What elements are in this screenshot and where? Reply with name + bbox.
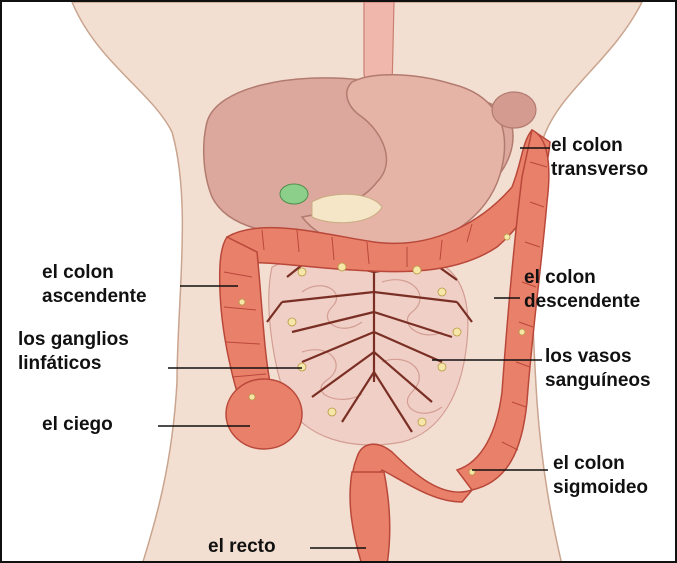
label-sigmoid-colon: el colon sigmoideo — [553, 452, 648, 500]
label-transverse-line1: el colon — [551, 134, 648, 158]
label-descending-line2: descendente — [524, 290, 640, 314]
label-transverse-colon: el colon transverso — [551, 134, 648, 182]
label-blood-vessels: los vasos sanguíneos — [545, 345, 651, 393]
label-sigmoid-line1: el colon — [553, 452, 648, 476]
gallbladder — [280, 184, 308, 204]
label-ascending-colon: el colon ascendente — [42, 261, 147, 309]
label-rectum: el recto — [208, 535, 276, 559]
label-transverse-line2: transverso — [551, 158, 648, 182]
label-ascending-line1: el colon — [42, 261, 147, 285]
label-vessels-line2: sanguíneos — [545, 369, 651, 393]
label-ascending-line2: ascendente — [42, 285, 147, 309]
label-descending-colon: el colon descendente — [524, 266, 640, 314]
label-cecum: el ciego — [42, 413, 113, 437]
label-sigmoid-line2: sigmoideo — [553, 476, 648, 500]
label-lymph-nodes: los ganglios linfáticos — [18, 328, 129, 376]
label-descending-line1: el colon — [524, 266, 640, 290]
label-lymph-line1: los ganglios — [18, 328, 129, 352]
spleen — [492, 92, 536, 128]
label-lymph-line2: linfáticos — [18, 352, 129, 376]
label-vessels-line1: los vasos — [545, 345, 651, 369]
